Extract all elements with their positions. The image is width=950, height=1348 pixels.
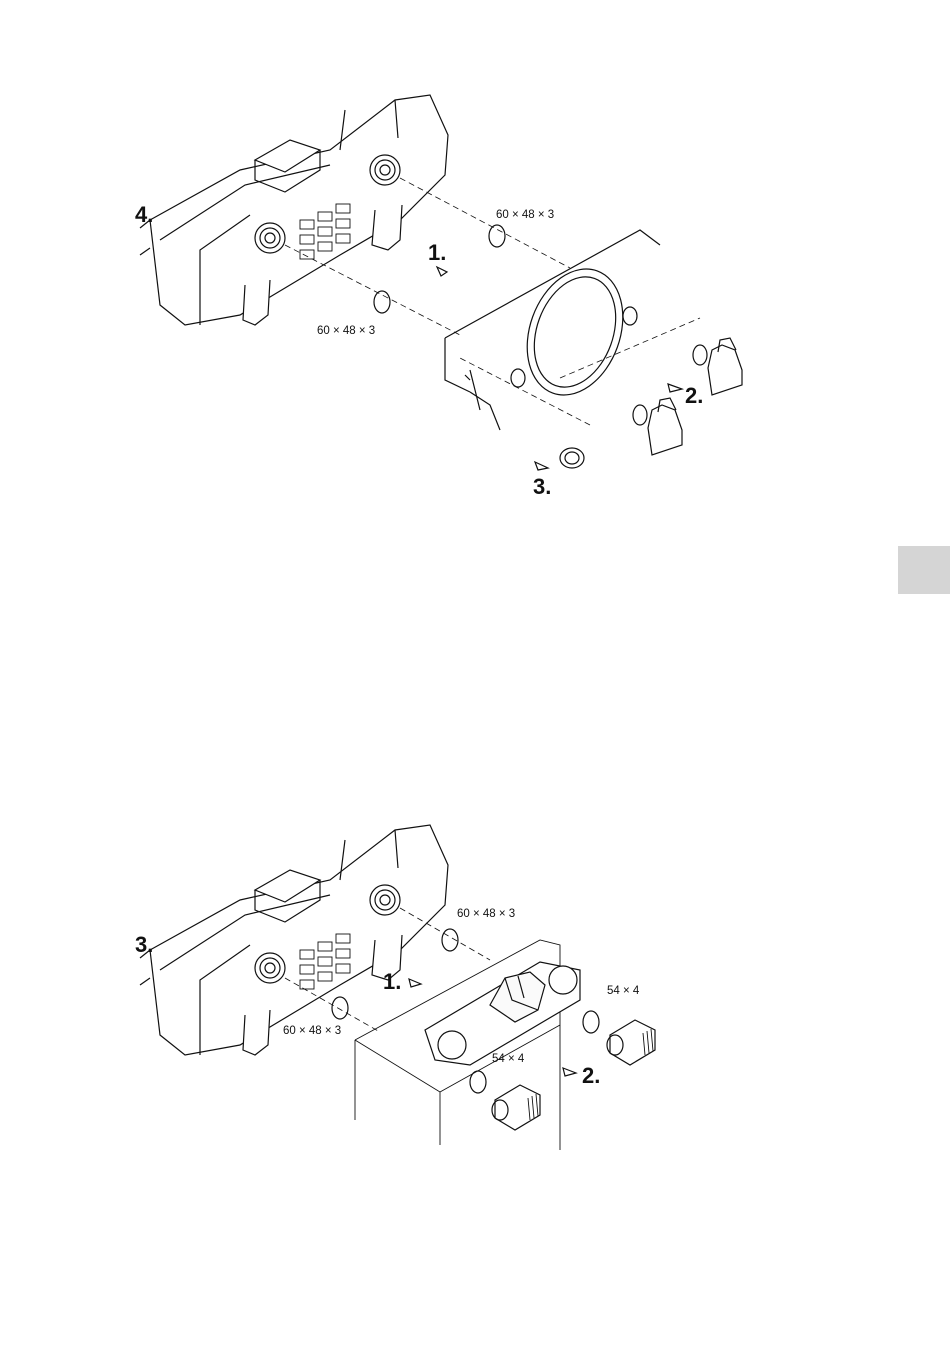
arrow-icon [535,462,548,470]
adapter-plate [425,962,580,1065]
nut [560,448,584,468]
plug-lower [492,1085,540,1130]
assembly-diagram-2: 1. 2. 3. 60 × 48 × 3 60 × 48 × 3 54 × 4 … [0,800,950,1170]
o-ring-3 [332,997,348,1019]
plug-upper [607,1020,655,1065]
seal-54-lower [470,1071,486,1093]
fig1-dim-upper: 60 × 48 × 3 [496,209,554,221]
assembly-diagram-1: 1. 2. 3. 4. 60 × 48 × 3 60 × 48 × 3 [0,70,950,510]
housing-plate-1 [445,230,660,430]
fig2-step-1: 1. [383,969,401,994]
fig2-step-3: 3. [135,932,153,957]
fig1-step-2: 2. [685,383,703,408]
o-ring-1 [374,291,390,313]
fig2-dim-seal-lower: 54 × 4 [492,1053,525,1065]
arrow-icon [563,1068,576,1076]
filter-unit-1 [140,95,448,325]
seal-54-upper [583,1011,599,1033]
fig2-step-2: 2. [582,1063,600,1088]
fig1-step-1: 1. [428,240,446,265]
arrow-icon [409,979,421,987]
arrow-icon [668,384,682,392]
section-tab [898,546,950,594]
fig1-step-4: 4. [135,202,153,227]
fig2-dim-upper: 60 × 48 × 3 [457,908,515,920]
fig2-dim-seal-upper: 54 × 4 [607,985,640,997]
filter-unit-2 [140,825,448,1055]
cap-left [633,398,682,455]
fig1-dim-lower: 60 × 48 × 3 [317,325,375,337]
arrow-icon [437,267,447,276]
o-ring-2 [489,225,505,247]
fig2-dim-lower: 60 × 48 × 3 [283,1025,341,1037]
fig1-step-3: 3. [533,474,551,499]
